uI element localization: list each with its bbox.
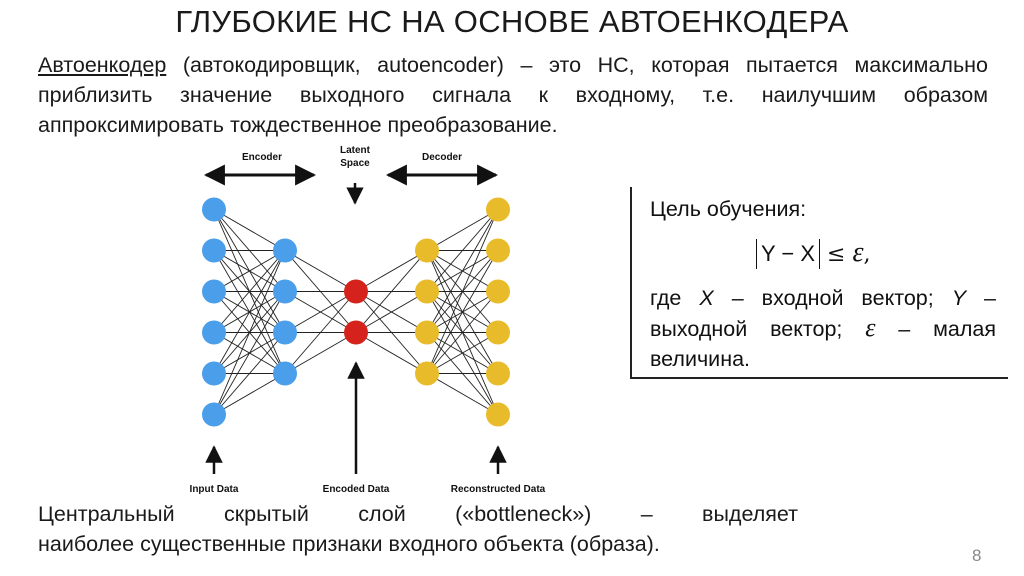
network-edge	[426, 209, 499, 251]
network-edge	[213, 250, 286, 415]
formula-minus: −	[775, 241, 801, 266]
encoder-label: Encoder	[242, 152, 282, 163]
desc-part-1: где	[650, 286, 700, 310]
network-edge	[426, 209, 499, 292]
training-goal-heading: Цель обучения:	[650, 197, 807, 221]
network-edge	[213, 209, 286, 251]
desc-y: Y	[951, 286, 967, 310]
input-neuron	[202, 197, 226, 222]
decoder-hidden-neuron	[415, 320, 439, 345]
network-nodes	[202, 197, 510, 427]
network-edge	[426, 291, 499, 374]
bottleneck-line-2: наиболее существенные признаки входного …	[38, 532, 660, 556]
training-goal-description: где X – входной вектор; Y – выходной век…	[650, 283, 996, 374]
decoder-label: Decoder	[422, 152, 462, 163]
network-edge	[213, 250, 286, 374]
output-neuron	[486, 238, 510, 263]
network-edge	[355, 291, 428, 333]
input-neuron	[202, 320, 226, 345]
network-edge	[284, 291, 357, 374]
decoder-hidden-neuron	[415, 279, 439, 304]
network-edge	[355, 250, 428, 333]
input-neuron	[202, 402, 226, 427]
reconstructed-data-label: Reconstructed Data	[451, 484, 546, 495]
latent-label-1: Latent	[340, 145, 371, 156]
output-neuron	[486, 402, 510, 427]
network-edge	[426, 332, 499, 374]
network-edge	[426, 209, 499, 374]
definition-line-3: наилучшим образом аппроксимировать тожде…	[38, 83, 988, 137]
desc-part-4: – малая величина.	[650, 317, 996, 371]
network-edge	[355, 332, 428, 374]
bottleneck-neuron	[344, 320, 368, 345]
network-edge	[213, 291, 286, 415]
network-edge	[213, 332, 286, 415]
output-neuron	[486, 279, 510, 304]
network-edge	[355, 250, 428, 292]
bottleneck-neuron	[344, 279, 368, 304]
decoder-hidden-neuron	[415, 238, 439, 263]
desc-part-3: – выходной вектор;	[650, 286, 996, 341]
output-neuron	[486, 197, 510, 222]
input-neuron	[202, 279, 226, 304]
encoded-data-label: Encoded Data	[323, 484, 390, 495]
network-edge	[213, 250, 286, 333]
network-edge	[213, 250, 286, 292]
desc-x: X	[699, 286, 714, 310]
encoder-hidden-neuron	[273, 320, 297, 345]
decoder-hidden-neuron	[415, 361, 439, 386]
formula-comma: ,	[863, 242, 871, 267]
network-edge	[284, 332, 357, 374]
page-number: 8	[972, 546, 982, 565]
definition-line-1: (автокодировщик, autoencoder) – это НС, …	[166, 53, 838, 77]
network-edge	[426, 250, 499, 374]
autoencoder-definition: Автоенкодер (автокодировщик, autoencoder…	[38, 50, 988, 140]
bottleneck-note: Центральный скрытый слой («bottleneck») …	[38, 499, 798, 559]
desc-part-2: – входной вектор;	[713, 286, 952, 310]
network-edge	[426, 373, 499, 415]
encoder-hidden-neuron	[273, 361, 297, 386]
output-neuron	[486, 320, 510, 345]
network-edge	[426, 209, 499, 333]
input-neuron	[202, 361, 226, 386]
bottleneck-line-1: Центральный скрытый слой («bottleneck») …	[38, 502, 798, 526]
formula-y: Y	[761, 241, 776, 266]
encoder-hidden-neuron	[273, 238, 297, 263]
input-data-label: Input Data	[190, 484, 239, 495]
input-neuron	[202, 238, 226, 263]
network-edge	[284, 250, 357, 292]
formula-x: X	[800, 241, 816, 266]
output-neuron	[486, 361, 510, 386]
network-edge	[213, 373, 286, 415]
training-goal-box: Цель обучения: Y − X ≤ ε, где X – входно…	[630, 187, 1008, 379]
network-edges	[213, 209, 499, 415]
formula-le: ≤	[820, 242, 853, 267]
training-goal-formula: Y − X ≤ ε,	[756, 237, 871, 269]
formula-epsilon: ε	[852, 237, 864, 268]
network-edge	[284, 291, 357, 333]
formula-abs-value: Y − X	[756, 239, 821, 269]
encoder-hidden-neuron	[273, 279, 297, 304]
slide-title: ГЛУБОКИЕ НС НА ОСНОВЕ АВТОЕНКОДЕРА	[175, 4, 849, 39]
latent-label-2: Space	[340, 158, 370, 169]
desc-epsilon: ε	[865, 313, 876, 342]
definition-line-2: максимально приблизить значение выходног…	[38, 53, 988, 107]
autoencoder-term: Автоенкодер	[38, 53, 167, 77]
